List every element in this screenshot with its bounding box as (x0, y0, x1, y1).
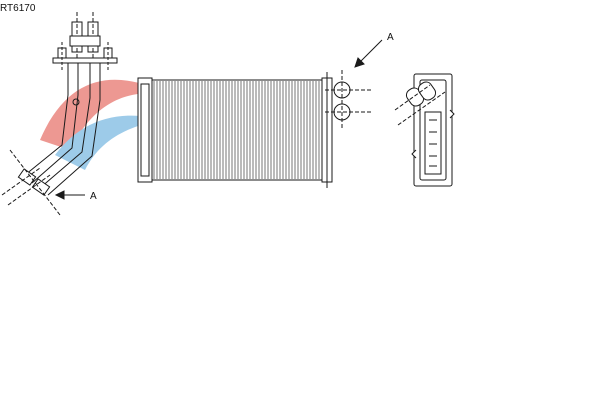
pipe-side-view (1, 12, 118, 216)
view-marker-top: A (387, 32, 394, 43)
heater-core-body (137, 72, 333, 188)
view-arrow-top (354, 39, 383, 68)
brand-watermark (40, 79, 170, 170)
part-code-label: RT6170 (0, 3, 36, 14)
end-view (394, 73, 455, 187)
view-arrow-left (54, 190, 85, 200)
outlet-ports (325, 70, 372, 130)
view-marker-left: A (90, 191, 97, 202)
